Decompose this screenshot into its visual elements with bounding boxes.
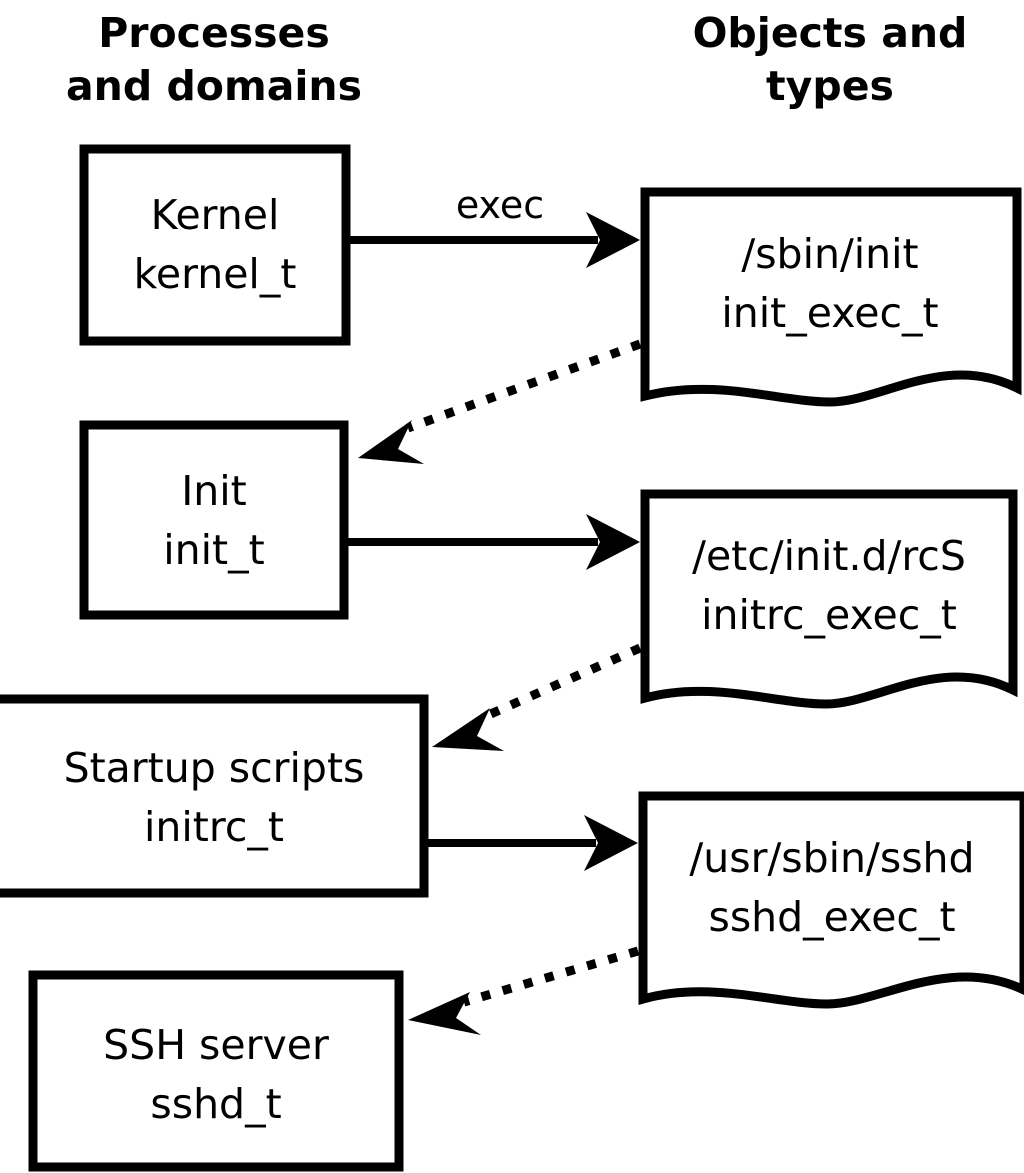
node-kernel-line2: kernel_t <box>134 250 297 298</box>
edge-line-initexec-init <box>406 339 642 433</box>
node-init_exec-line1: /sbin/init <box>741 230 918 278</box>
node-sshd-line1: SSH server <box>103 1021 329 1069</box>
node-kernel-box[interactable] <box>79 144 351 346</box>
header-left-line2: and domains <box>66 62 362 110</box>
node-initrc-line2: initrc_t <box>144 803 284 851</box>
node-init-line1: Init <box>181 467 247 515</box>
node-kernel-line1: Kernel <box>151 191 280 239</box>
node-init-line2: init_t <box>163 526 264 574</box>
node-kernel[interactable]: Kernel kernel_t <box>79 144 351 346</box>
node-initrc_exec-document[interactable] <box>640 489 1018 709</box>
edge-init-exec-initrc_exec <box>348 514 640 570</box>
node-sshd_exec[interactable]: /usr/sbin/sshd sshd_exec_t <box>638 791 1024 1009</box>
node-initrc_exec[interactable]: /etc/init.d/rcS initrc_exec_t <box>640 489 1018 709</box>
node-init_exec[interactable]: /sbin/init init_exec_t <box>640 187 1022 407</box>
node-sshd-line2: sshd_t <box>150 1080 281 1128</box>
node-sshd[interactable]: SSH server sshd_t <box>28 970 404 1172</box>
node-init-box[interactable] <box>79 420 349 620</box>
node-initrc[interactable]: Startup scripts initrc_t <box>0 694 429 898</box>
node-initrc-line1: Startup scripts <box>64 744 365 792</box>
header-left-line1: Processes <box>98 9 330 57</box>
edge-initrc-exec-sshd_exec <box>428 815 638 871</box>
edge-init_exec-to-init <box>358 339 642 464</box>
node-init_exec-document[interactable] <box>640 187 1022 407</box>
header-right-line1: Objects and <box>693 9 968 57</box>
arrowhead-initexec-init <box>358 420 424 464</box>
node-sshd_exec-line1: /usr/sbin/sshd <box>689 834 974 882</box>
edge-kernel-exec-init_exec: exec <box>350 183 640 268</box>
arrowhead-kernel-exec <box>586 212 640 268</box>
arrowhead-init-exec <box>586 514 640 570</box>
node-sshd-box[interactable] <box>28 970 404 1172</box>
header-right-line2: types <box>766 62 894 110</box>
node-initrc_exec-line1: /etc/init.d/rcS <box>692 532 966 580</box>
arrowhead-initrc-exec <box>584 815 638 871</box>
column-header-objects: Objects and types <box>693 9 968 110</box>
node-init[interactable]: Init init_t <box>79 420 349 620</box>
node-sshd_exec-line2: sshd_exec_t <box>708 893 955 941</box>
column-header-processes: Processes and domains <box>66 9 362 110</box>
edge-label-exec: exec <box>456 183 544 227</box>
node-sshd_exec-document[interactable] <box>638 791 1024 1009</box>
edge-initrc_exec-to-initrc <box>432 643 642 751</box>
node-initrc_exec-line2: initrc_exec_t <box>701 591 957 639</box>
edge-line-initrcexec-initrc <box>484 643 642 721</box>
edge-line-sshdexec-sshd <box>462 946 640 1007</box>
node-init_exec-line2: init_exec_t <box>721 289 938 337</box>
arrowhead-initrcexec-initrc <box>432 708 504 751</box>
edge-sshd_exec-to-sshd <box>408 946 640 1035</box>
arrowhead-sshdexec-sshd <box>408 992 481 1035</box>
node-initrc-box[interactable] <box>0 694 429 898</box>
